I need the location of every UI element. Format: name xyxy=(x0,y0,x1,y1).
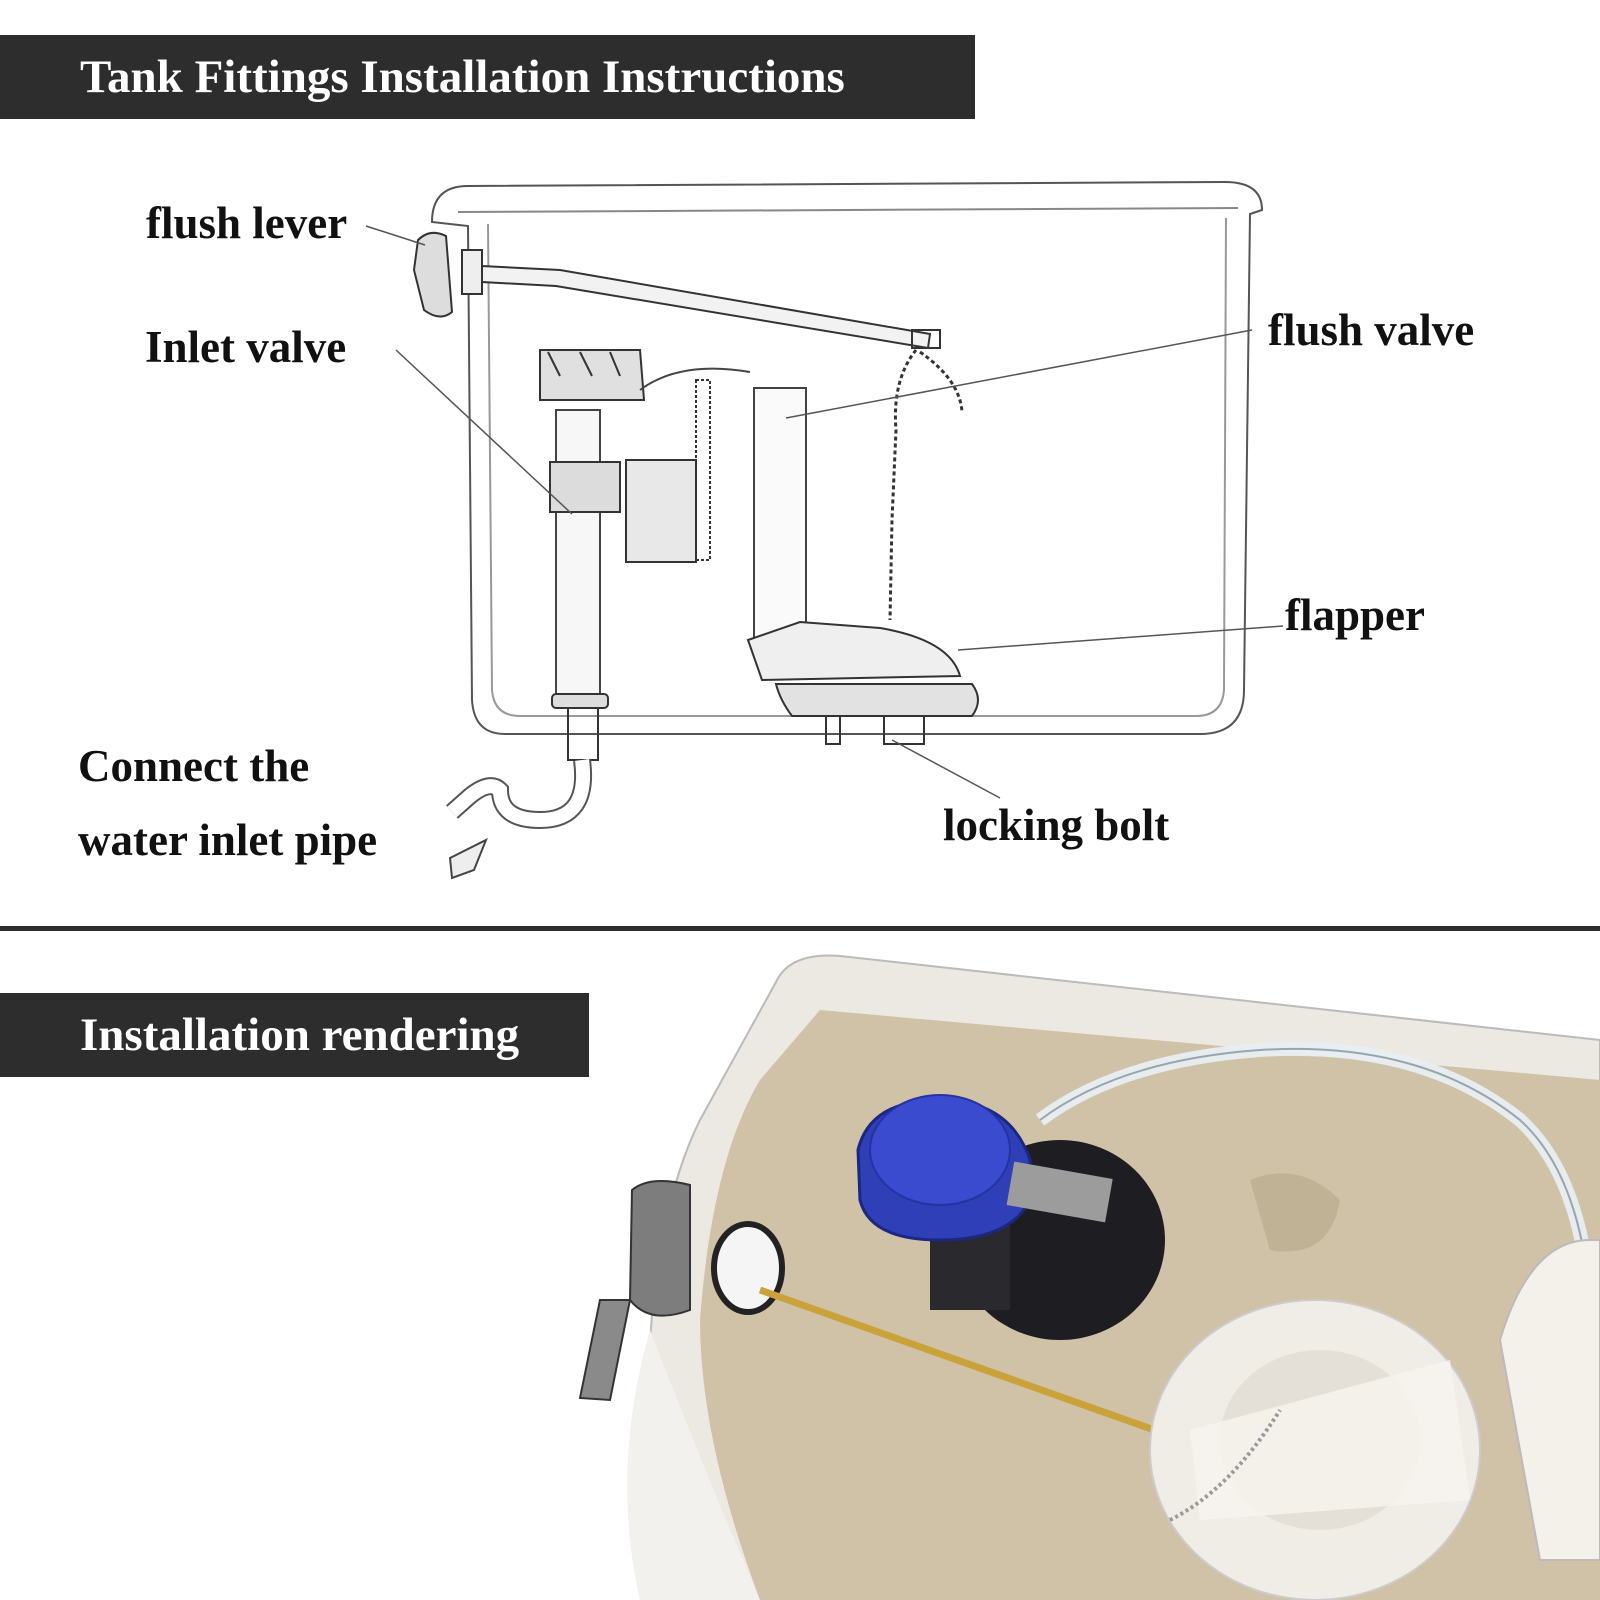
lever-nut xyxy=(711,1221,785,1315)
label-locking-bolt: locking bolt xyxy=(943,800,1170,850)
label-connect-line1: Connect the xyxy=(78,741,310,791)
label-flush-lever: flush lever xyxy=(146,198,348,248)
flapper xyxy=(746,620,962,682)
tank-diagram xyxy=(365,180,1284,880)
label-flush-valve: flush valve xyxy=(1268,305,1475,355)
fill-valve-tube xyxy=(555,409,601,701)
flush-handle xyxy=(628,1180,691,1317)
leader-inlet-valve xyxy=(395,349,573,515)
label-flapper: flapper xyxy=(1285,590,1425,640)
tank-outline xyxy=(430,180,1264,735)
flush-lever-handle xyxy=(412,231,454,318)
leader-flush-valve xyxy=(785,329,1253,419)
section-title-rendering: Installation rendering xyxy=(0,993,589,1077)
leader-locking-bolt xyxy=(891,739,1001,799)
leader-flush-lever xyxy=(365,225,426,246)
label-inlet-valve: Inlet valve xyxy=(145,322,347,372)
chain xyxy=(888,349,918,621)
label-connect-line2: water inlet pipe xyxy=(78,815,378,865)
overflow-pipe xyxy=(1498,1239,1600,1561)
section-title-instructions: Tank Fittings Installation Instructions xyxy=(0,35,975,119)
overflow-tube xyxy=(753,387,807,639)
section-divider xyxy=(0,926,1600,931)
leader-flapper xyxy=(957,625,1284,651)
